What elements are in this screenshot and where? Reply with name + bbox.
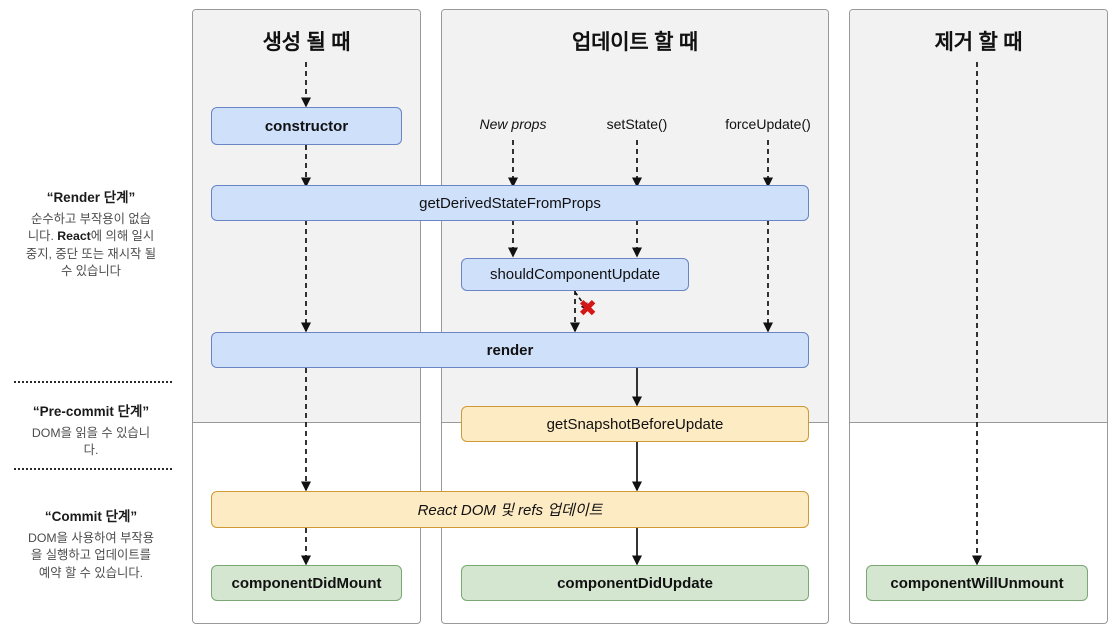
legend-commit-desc-line2: 을 실행하고 업데이트를 (31, 548, 151, 563)
node-react-dom-refs-update[interactable]: React DOM 및 refs 업데이트 (211, 491, 809, 528)
node-render[interactable]: render (211, 332, 809, 368)
legend-commit-desc-line3: 예약 할 수 있습니다. (38, 565, 144, 580)
node-constructor[interactable]: constructor (211, 107, 402, 145)
column-unmounting: 제거 할 때 (849, 9, 1108, 624)
legend-commit-phase-title: “Commit 단계” (44, 509, 138, 524)
column-mounting-title: 생성 될 때 (262, 31, 351, 54)
column-unmounting-render-region (850, 10, 1107, 423)
legend-render-desc-line2b: 에 의해 일시 (90, 229, 155, 244)
legend-render-phase: “Render 단계” 순수하고 부작용이 없습 니다. React에 의해 일… (2, 186, 180, 281)
node-component-did-update[interactable]: componentDidUpdate (461, 565, 809, 601)
legend-render-desc-line4: 수 있습니다 (61, 264, 121, 279)
legend-precommit-phase-desc: DOM을 읽을 수 있습니 다. (2, 425, 180, 460)
legend-precommit-phase-title: “Pre-commit 단계” (32, 404, 150, 419)
node-should-component-update[interactable]: shouldComponentUpdate (461, 258, 689, 291)
node-get-snapshot-before-update[interactable]: getSnapshotBeforeUpdate (461, 406, 809, 442)
legend-divider-bottom (14, 468, 172, 470)
column-updating: 업데이트 할 때 (441, 9, 829, 624)
column-updating-title: 업데이트 할 때 (572, 31, 698, 54)
trigger-force-update: forceUpdate() (725, 116, 811, 132)
node-component-did-mount[interactable]: componentDidMount (211, 565, 402, 601)
abort-x-icon: ✖ (578, 296, 598, 322)
legend-render-phase-title: “Render 단계” (46, 190, 136, 205)
legend-render-desc-line2a: 니다. (27, 229, 58, 244)
node-component-will-unmount[interactable]: componentWillUnmount (866, 565, 1088, 601)
legend-precommit-phase: “Pre-commit 단계” DOM을 읽을 수 있습니 다. (2, 400, 180, 460)
column-mounting: 생성 될 때 (192, 9, 421, 624)
legend-commit-desc-line1: DOM을 사용하여 부작용 (27, 531, 155, 545)
column-unmounting-title: 제거 할 때 (934, 31, 1023, 54)
legend-render-phase-desc: 순수하고 부작용이 없습 니다. React에 의해 일시 중지, 중단 또는 … (2, 211, 180, 281)
legend-render-desc-react: React (57, 229, 91, 244)
legend-precommit-desc-line1: DOM을 읽을 수 있습니 (31, 426, 151, 440)
legend-render-desc-line3: 중지, 중단 또는 재시작 될 (25, 246, 157, 261)
legend-precommit-desc-line2: 다. (83, 443, 99, 458)
trigger-new-props: New props (479, 116, 547, 132)
legend-commit-phase-desc: DOM을 사용하여 부작용 을 실행하고 업데이트를 예약 할 수 있습니다. (2, 530, 180, 582)
node-get-derived-state-from-props[interactable]: getDerivedStateFromProps (211, 185, 809, 221)
trigger-set-state: setState() (606, 116, 668, 132)
legend-commit-phase: “Commit 단계” DOM을 사용하여 부작용 을 실행하고 업데이트를 예… (2, 505, 180, 582)
legend-render-desc-line1: 순수하고 부작용이 없습 (31, 212, 151, 226)
legend-divider-top (14, 381, 172, 383)
